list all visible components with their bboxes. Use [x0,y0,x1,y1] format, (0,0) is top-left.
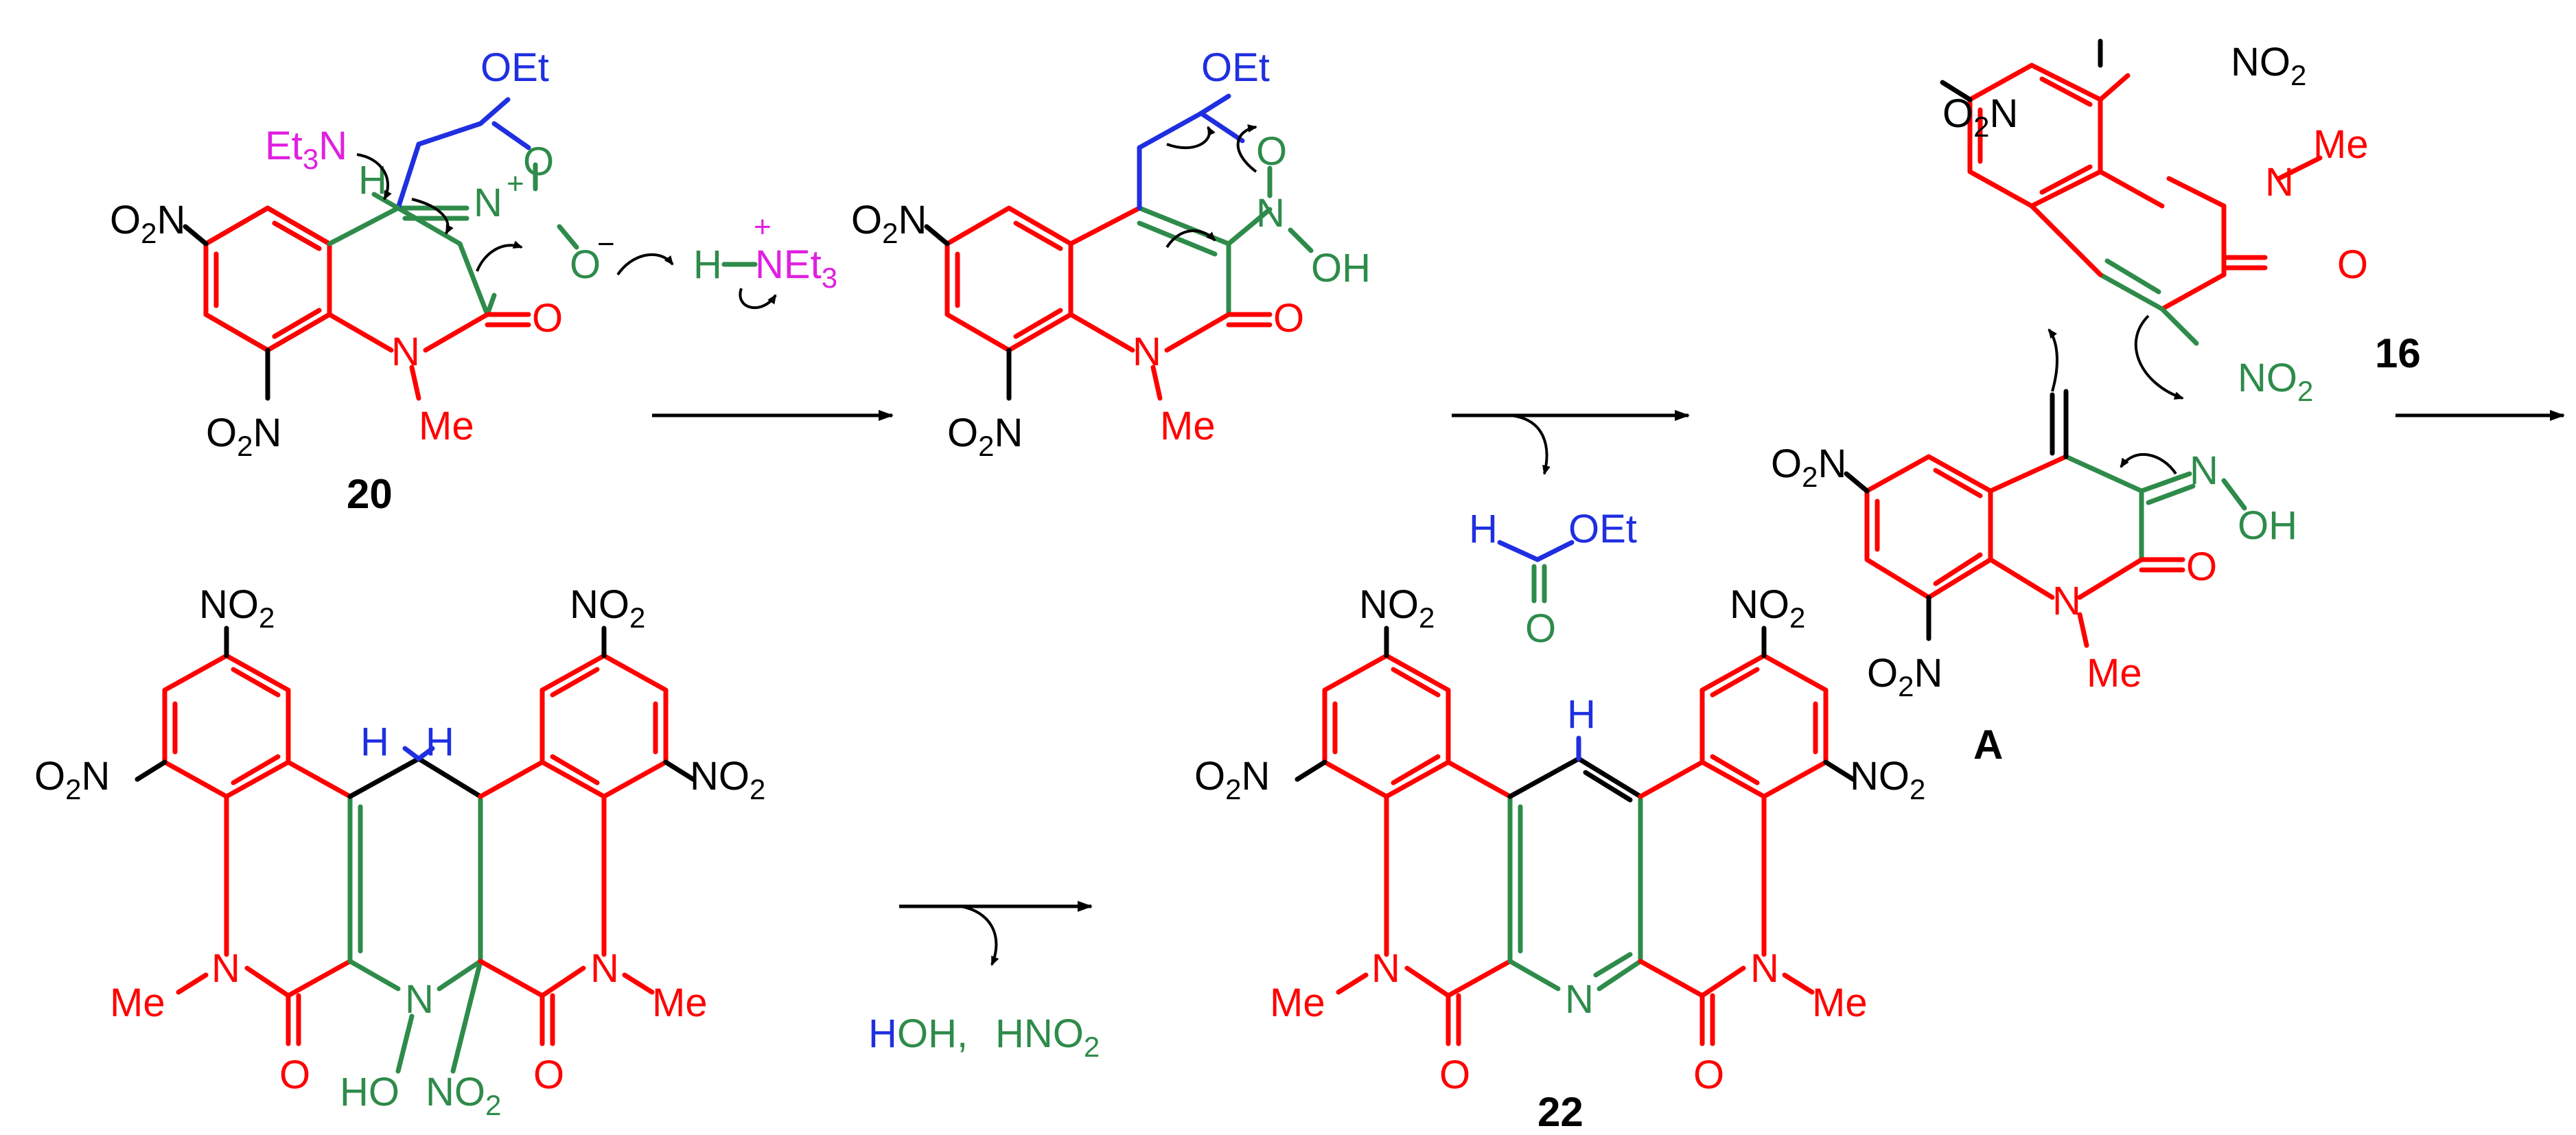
amide-nitrogen: N [1133,330,1161,374]
n-hydroxy: HO [340,1070,399,1114]
aromatic-hydrogen: H [1567,692,1596,737]
compound-label: 16 [2375,330,2421,376]
nitro-group: NO2 [690,754,765,805]
compound-20: Et3N OEt O N + O − H H NEt3 + O2N O2N N … [110,45,837,517]
nitro-group: O2N [947,411,1023,462]
carbonyl-oxygen: O [1525,606,1556,651]
nitro-group: O2N [34,754,110,805]
methylene-hydrogen: H [426,720,454,764]
n-methyl: Me [2087,651,2142,696]
pyridine-nitrogen: N [1565,977,1594,1022]
carbonyl-oxygen: O [1439,1053,1470,1097]
n-methyl: Me [1270,981,1325,1025]
acidic-hydrogen: H [358,158,387,203]
nitro-group: NO2 [2231,40,2306,91]
ethoxy-group: OEt [1568,507,1637,551]
methylene-hydrogen: H [360,720,389,764]
byproducts: H OH, HNO2 [868,1011,1100,1063]
amide-nitrogen: N [1371,946,1400,991]
hydroxyl: OH [2238,503,2297,548]
minus-charge: − [597,227,615,261]
compound-a: O2N O2N N OH N Me O A [1771,389,2297,768]
compound-label: 20 [347,471,393,517]
central-nitrogen: N [405,977,434,1022]
amide-nitrogen: N [2052,579,2081,623]
ring-oxygen: O [523,139,554,184]
plus-charge: + [507,167,524,200]
compound-label: 22 [1538,1089,1583,1135]
water-hydrogen: H [868,1011,897,1056]
amide-nitrogen: N [391,330,420,374]
oxime-nitrogen: N [2190,448,2218,493]
oxide-oxygen: O [570,242,601,287]
carbonyl-oxygen: O [2186,544,2217,589]
n-methyl: Me [110,981,165,1025]
formyl-hydrogen: H [1469,507,1498,551]
ammonium-hydrogen: H [693,242,722,287]
ring-oxygen: O [1256,129,1287,174]
carbonyl-oxygen: O [532,296,563,341]
amide-nitrogen: N [1750,946,1779,991]
nitro-group: NO2 [1359,582,1435,634]
oet-label: OEt [480,45,549,90]
nitro-group: O2N [1194,754,1270,805]
n-methyl: Me [1812,981,1868,1025]
nitro-group: NO2 [426,1070,501,1121]
nitro-group: O2N [1942,91,2018,143]
ammonium-charge: + [754,210,771,244]
amide-nitrogen: N [211,946,240,991]
nitrous-acid: HNO2 [995,1011,1100,1063]
ethyl-formate: H OEt O [1469,507,1637,651]
nitro-group: O2N [206,411,281,462]
carbonyl-oxygen: O [533,1053,564,1097]
ring-nitrogen: N [2265,160,2294,205]
nitrone-nitrogen: N [474,181,502,225]
hydroxyl: OH [1311,246,1371,290]
carbonyl-oxygen: O [1693,1053,1724,1097]
nitro-group: NO2 [199,582,275,634]
compound-22: NO2 NO2 O2N NO2 H Me Me N N N O O 22 [1194,582,1925,1135]
nitro-group: NO2 [570,582,645,634]
water-hydroxyl: OH, [897,1011,968,1056]
nitro-group: NO2 [1850,754,1925,805]
n-methyl: Me [419,404,474,448]
intermediate-2: NO2 NO2 O2N NO2 H H Me Me N N N O O HO N… [34,582,765,1121]
n-methyl: Me [1160,404,1216,448]
ammonium-label: NEt3 [755,242,837,294]
nitro-group: O2N [110,198,185,249]
carbonyl-oxygen: O [2337,242,2368,287]
nitro-group: O2N [851,198,927,249]
n-methyl: Me [652,981,708,1025]
compound-label: A [1973,722,2003,768]
nitro-group: NO2 [1730,582,1805,634]
amide-nitrogen: N [590,946,619,991]
intermediate-1: OEt O N OH O2N O2N N Me O [851,45,1371,462]
nitro-group: O2N [1771,442,1846,493]
oxime-nitrogen: N [1256,191,1285,236]
nitro-group: NO2 [2238,356,2313,407]
compound-16: NO2 O2N N Me O NO2 16 [1940,38,2421,407]
nitro-group: O2N [1867,651,1942,702]
n-methyl: Me [2313,122,2369,167]
et3n-reagent: Et3N [265,124,347,175]
oet-label: OEt [1201,45,1270,90]
carbonyl-oxygen: O [279,1053,310,1097]
carbonyl-oxygen: O [1273,296,1304,341]
